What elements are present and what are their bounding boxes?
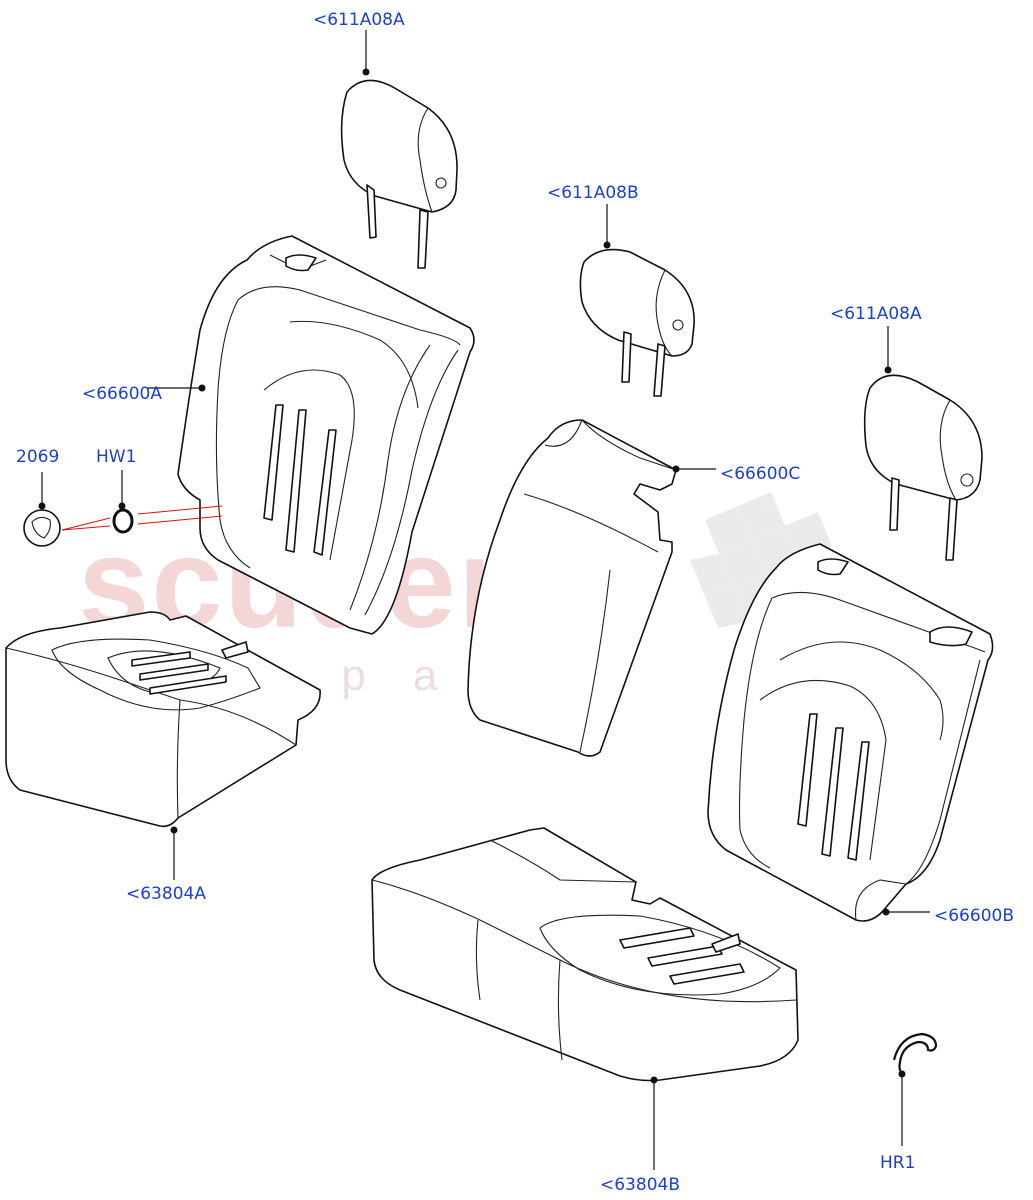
callout-backrest-left[interactable]: <66600A (82, 384, 162, 404)
backrest-right[interactable] (707, 543, 994, 922)
callout-ring[interactable]: HR1 (880, 1153, 916, 1173)
backrest-left[interactable] (177, 235, 475, 635)
headrest-center[interactable] (579, 248, 695, 397)
leader-lines (38, 30, 930, 1170)
backrest-center[interactable] (467, 419, 677, 757)
callout-backrest-right[interactable]: <66600B (934, 906, 1014, 926)
callout-headrest-right[interactable]: <611A08A (830, 304, 922, 324)
headrest-left[interactable] (340, 79, 458, 269)
cushion-right[interactable] (371, 827, 799, 1082)
pointer-lines (61, 505, 223, 531)
callout-cushion-left[interactable]: <63804A (126, 884, 206, 904)
ring-hr1[interactable] (892, 1032, 938, 1076)
callout-headrest-center[interactable]: <611A08B (547, 183, 639, 203)
callout-cap[interactable]: 2069 (16, 447, 60, 467)
callout-headrest-left[interactable]: <611A08A (313, 10, 405, 30)
cushion-left[interactable] (5, 611, 321, 828)
headrest-right[interactable] (863, 374, 983, 561)
cap-2069[interactable] (23, 509, 61, 547)
washer-hw1[interactable] (112, 508, 134, 534)
callout-cushion-right[interactable]: <63804B (600, 1175, 680, 1195)
callout-backrest-center[interactable]: <66600C (720, 464, 801, 484)
callout-washer[interactable]: HW1 (96, 447, 137, 467)
